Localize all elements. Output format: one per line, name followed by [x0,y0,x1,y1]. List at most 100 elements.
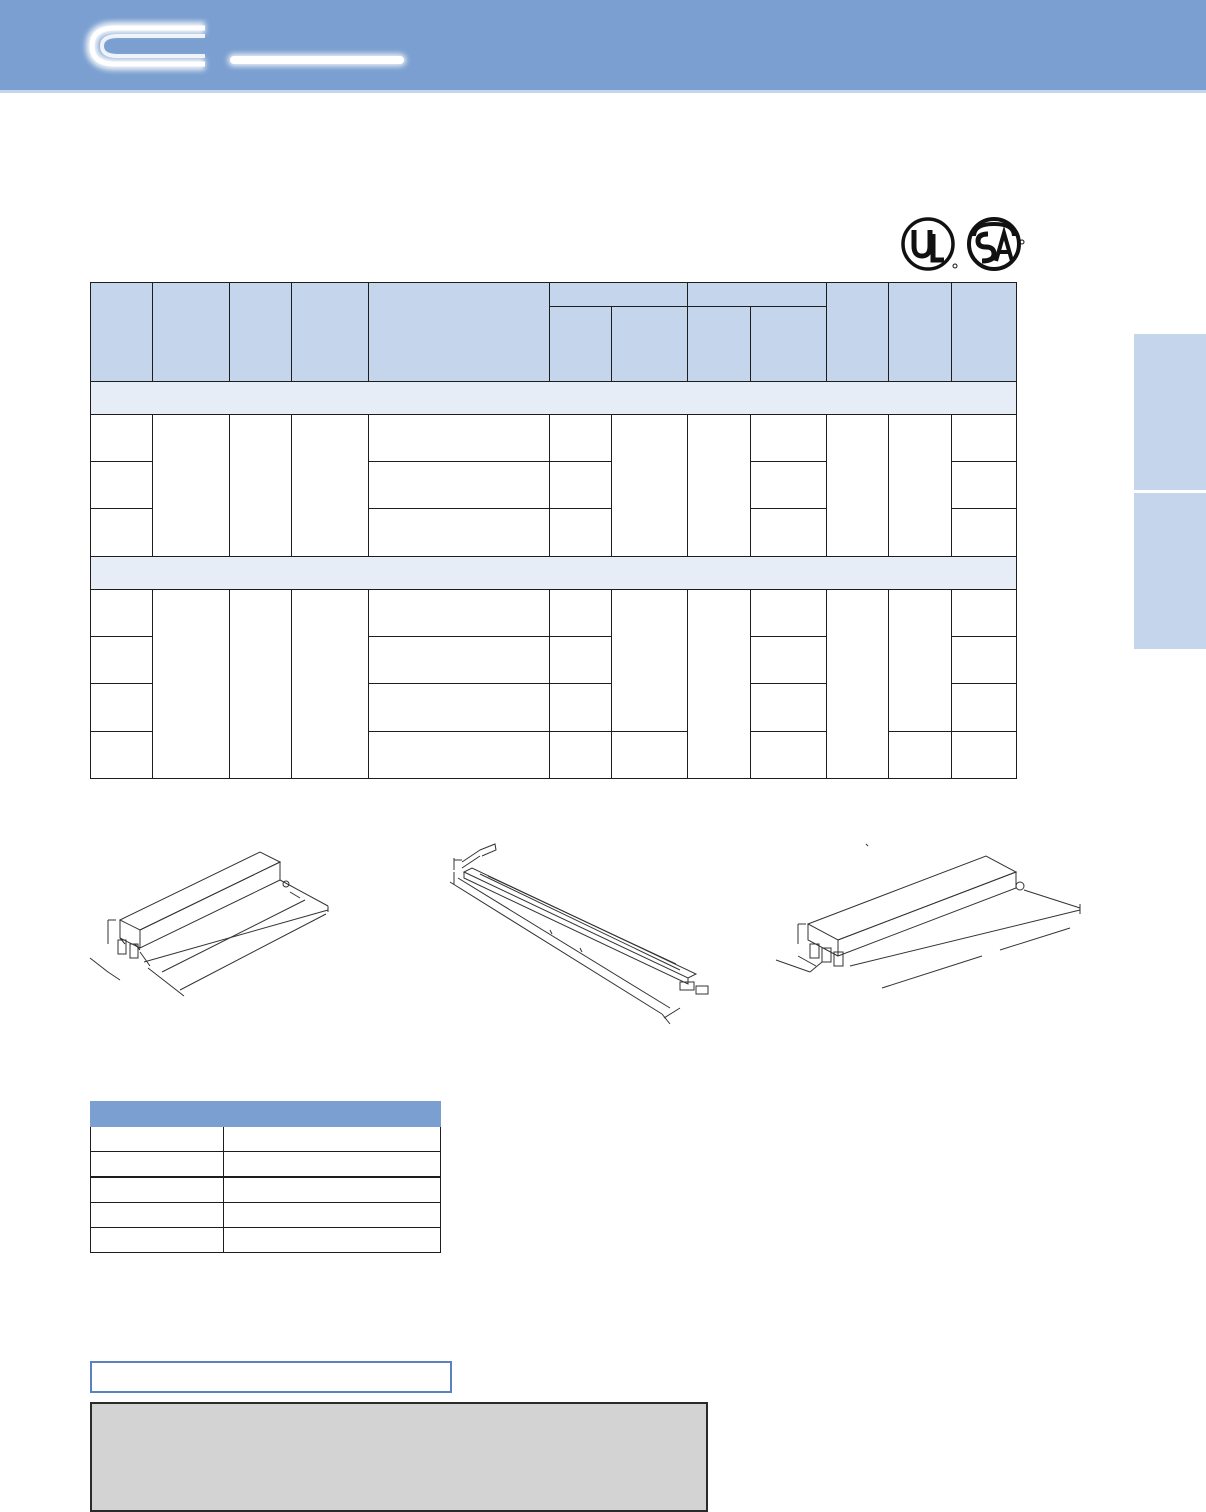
side-tab-1[interactable] [1134,334,1206,490]
table-cell [549,508,612,557]
table-cell [291,413,369,557]
table-cell [368,588,550,638]
header-cell [826,282,889,382]
dimensions-cell [90,1176,224,1203]
dimensions-cell [223,1151,441,1178]
dimensions-row [90,1202,441,1228]
table-cell [888,413,952,557]
ballast-spec-table [90,281,1017,780]
table-cell [611,730,688,780]
section-row [90,380,1017,415]
table-cell [611,413,688,557]
table-subheader-row [91,306,1017,382]
table-cell [90,588,153,638]
table-cell [826,413,889,557]
dimensions-row [90,1126,441,1152]
header-cell [888,282,952,382]
header-group-cell [549,281,688,308]
table-cell [687,413,751,557]
header-band [0,0,1206,90]
table-cell [549,636,612,685]
note-box [90,1402,708,1512]
table-row [90,683,1017,732]
table-cell [368,508,550,557]
header-cell [368,282,550,382]
table-cell [152,413,230,557]
dimensions-row [90,1176,441,1203]
ballast-case-drawing-large [775,843,1081,989]
table-cell [90,508,153,557]
header-cell [90,282,153,382]
subheader-cell [611,306,688,382]
header-cell [951,282,1017,382]
ballast-case-drawing-long [449,843,709,1025]
ul-mark-icon [901,217,958,271]
dimensions-header-cell [223,1101,441,1127]
table-cell [888,730,952,780]
csa-mark-icon [967,217,1025,271]
side-tab-2[interactable] [1134,493,1206,649]
header-cell [152,282,230,382]
dimensions-cell [223,1227,441,1253]
table-cell [750,413,827,463]
table-cell [951,730,1017,780]
table-cell [549,588,612,638]
section-cell [90,555,1017,590]
dimensions-cell [90,1227,224,1253]
table-cell [750,461,827,510]
table-cell [229,413,292,557]
certification-marks [901,217,1025,271]
table-cell [750,588,827,638]
table-cell [750,508,827,557]
table-cell [951,461,1017,510]
subheader-cell [687,306,751,382]
dimensions-header-row [90,1101,441,1127]
table-cell [750,730,827,780]
dimensions-cell [223,1202,441,1228]
dimensions-table [90,1101,441,1253]
table-cell [750,636,827,685]
table-cell [750,683,827,732]
table-cell [687,588,751,780]
dimensions-row [90,1151,441,1178]
dimensions-header-cell [90,1101,224,1127]
table-row [90,508,1017,557]
table-cell [549,413,612,463]
section-row [90,555,1017,590]
header-rule [0,90,1206,93]
dimensions-row [90,1227,441,1253]
table-cell [368,636,550,685]
table-row [90,636,1017,685]
table-cell [90,730,153,780]
table-cell [152,588,230,780]
table-cell [90,413,153,463]
section-cell [90,380,1017,415]
table-cell [368,461,550,510]
table-cell [549,683,612,732]
dimensions-cell [90,1151,224,1178]
table-cell [90,683,153,732]
table-cell [951,683,1017,732]
table-row [90,588,1017,780]
table-cell [611,588,688,732]
table-cell [888,588,952,732]
dimensions-cell [223,1126,441,1152]
ballast-case-drawing-small [89,851,329,997]
subheader-cell [750,306,827,382]
dimensions-cell [90,1202,224,1228]
table-cell [951,636,1017,685]
table-row [90,413,1017,557]
subheader-cell [549,306,612,382]
header-group-cell [687,281,827,308]
table-cell [951,588,1017,638]
table-cell [229,588,292,780]
table-cell [368,413,550,463]
table-cell [549,461,612,510]
ordering-info-box [90,1361,452,1393]
dimensions-cell [223,1176,441,1203]
table-cell [951,413,1017,463]
table-cell [291,588,369,780]
table-header-row [90,281,1017,382]
table-cell [826,588,889,780]
header-cell [291,282,369,382]
